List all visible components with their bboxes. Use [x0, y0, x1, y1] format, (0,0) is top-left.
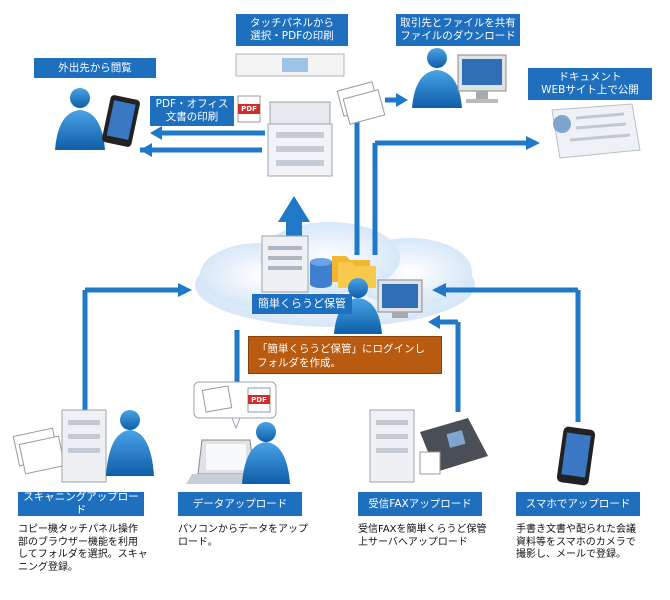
- person-icon: [412, 48, 462, 108]
- data-upload-label: データアップロード: [178, 492, 302, 516]
- documents-icon: [336, 81, 386, 125]
- monitor-icon: [457, 54, 507, 103]
- scanning-upload-description: コピー機タッチパネル操作 部のブラウザー機能を利用 してフォルダを選択。スキャ …: [18, 524, 148, 573]
- scanning-upload-label: スキャニングアップロード: [18, 491, 144, 516]
- folder-icon: [332, 256, 376, 288]
- touch-panel-icon: [235, 53, 345, 77]
- flow-arrows: [82, 93, 581, 422]
- monitor-icon: [377, 279, 423, 318]
- server-icon: [261, 235, 309, 293]
- smartphone-icon: [556, 426, 596, 486]
- login-note: 「簡単くらうど保管」にログインし フォルダを作成。: [248, 336, 442, 374]
- touch-panel-print-label: タッチパネルから 選択・PDFの印刷: [236, 14, 348, 46]
- pdf-office-print-label: PDF・オフィス 文書の印刷: [150, 96, 234, 126]
- pdf-document-icon: [237, 95, 261, 123]
- fax-upload-description: 受信FAXを簡単くらうど保管 上サーバへアップロード: [358, 524, 487, 548]
- person-icon: [106, 410, 154, 476]
- multifunction-printer-icon: [61, 409, 107, 483]
- person-icon: [55, 88, 105, 150]
- multifunction-printer-icon: [369, 409, 415, 483]
- cloud-storage-label: 簡単くらうど保管: [252, 294, 352, 314]
- database-icon: [310, 258, 332, 288]
- pdf-badge: PDF: [241, 105, 257, 113]
- pdf-badge: PDF: [251, 396, 267, 404]
- documents-icon: [12, 427, 66, 475]
- publish-web-label: ドキュメント WEBサイト上で公開: [528, 68, 652, 100]
- smartphone-upload-description: 手書き文書や配られた会議 資料等をスマホのカメラで 撮影し、メールで登録。: [516, 524, 636, 560]
- multifunction-printer-icon: [267, 101, 333, 177]
- share-files-label: 取引先とファイルを共有 ファイルのダウンロード: [396, 14, 520, 46]
- fax-upload-label: 受信FAXアップロード: [358, 492, 482, 516]
- smartphone-icon: [102, 95, 140, 147]
- data-upload-description: パソコンからデータをアップ ロード。: [178, 524, 308, 548]
- pdf-document-icon: [247, 387, 271, 413]
- person-icon: [242, 422, 290, 484]
- documents-icon: [201, 385, 233, 413]
- web-document-icon: [551, 103, 641, 159]
- fax-machine-icon: [419, 418, 488, 475]
- smartphone-upload-label: スマホでアップロード: [516, 492, 640, 516]
- browse-outside-label: 外出先から閲覧: [34, 58, 156, 78]
